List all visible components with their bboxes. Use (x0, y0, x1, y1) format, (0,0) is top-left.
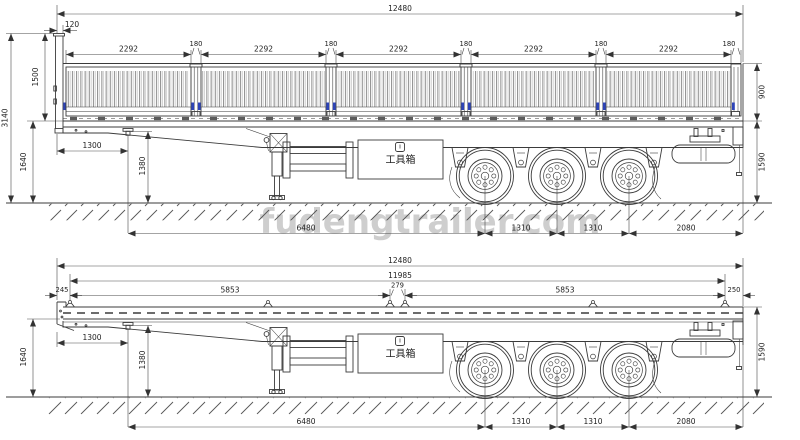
dim-kingpin-height-2: 1380 (138, 350, 147, 369)
dim-deck-length: 11985 (388, 271, 412, 280)
dim-kingpin-setback-2: 1300 (82, 333, 101, 342)
dim-middle-lock-gap: 279 (391, 282, 404, 290)
dim-gap-4: 180 (595, 40, 608, 48)
dim-panel-5: 2292 (659, 45, 678, 54)
ground-bottom-view (6, 396, 772, 415)
dim-rear-overhang: 2080 (676, 224, 695, 233)
bottom-view-right-dims: 1590 (743, 306, 767, 397)
dim-panel-1: 2292 (119, 45, 138, 54)
dim-rear-lock-spacing: 5853 (555, 286, 574, 295)
lock-dim-row: 245 5853 279 5853 250 (45, 282, 755, 305)
dim-axle-spacing-2-2: 1310 (583, 417, 602, 426)
wall-post-3 (459, 63, 473, 117)
front-wall-thickness-dim: 120 (44, 20, 79, 34)
dim-kingpin-to-axle: 6480 (296, 224, 315, 233)
dim-front-wall-height: 1500 (31, 67, 40, 86)
front-lock (63, 102, 67, 110)
top-view-kingpin-dims: 1300 1380 (56, 131, 152, 203)
top-view-right-dims: 900 1590 (743, 63, 767, 203)
flat-deck (56, 300, 744, 345)
dim-axle-spacing-1-2: 1310 (511, 417, 530, 426)
toolbox-label-2: 工具箱 (386, 347, 416, 360)
dim-overall-length: 12480 (388, 4, 412, 13)
dim-rear-overhang-2: 2080 (676, 417, 695, 426)
dim-front-frame-height-2: 1640 (19, 347, 28, 366)
bottom-view-left-dims: 1640 (19, 318, 60, 397)
wall-panel-4 (470, 66, 597, 117)
wall-post-1 (189, 63, 203, 117)
dim-panel-3: 2292 (389, 45, 408, 54)
dim-side-wall-height: 900 (758, 85, 767, 100)
dim-rear-deck-height-2: 1590 (758, 342, 767, 361)
dim-gap-2: 180 (325, 40, 338, 48)
dim-kingpin-setback: 1300 (82, 141, 101, 150)
dim-gap-1: 180 (190, 40, 203, 48)
top-view-left-dims: 3140 1500 1640 (1, 33, 63, 203)
dim-panel-4: 2292 (524, 45, 543, 54)
wall-post-4 (594, 63, 608, 117)
top-view: 12480 120 2292 2292 2292 2292 2292 180 1… (1, 4, 772, 237)
dim-front-lock-setback: 245 (56, 286, 69, 294)
dim-panel-2: 2292 (254, 45, 273, 54)
dim-overall-height: 3140 (1, 108, 10, 127)
rear-corner-post (730, 63, 742, 117)
wall-panel-5 (605, 66, 732, 117)
wall-post-2 (324, 63, 338, 117)
side-wall (63, 63, 742, 117)
dim-front-frame-height: 1640 (19, 152, 28, 171)
bottom-view-overall-dim: 12480 11985 (56, 256, 744, 306)
dim-kingpin-height: 1380 (138, 156, 147, 175)
dim-front-wall-thickness: 120 (65, 20, 80, 29)
dim-axle-spacing-2: 1310 (583, 224, 602, 233)
wall-panel-3 (335, 66, 462, 117)
bottom-view-kingpin-dims: 1300 1380 (56, 325, 152, 397)
bottom-view: 12480 11985 245 5853 279 5853 250 (6, 256, 772, 430)
top-view-overall-dim: 12480 (56, 4, 744, 62)
dim-overall-length-2: 12480 (388, 256, 412, 265)
toolbox-label: 工具箱 (386, 153, 416, 166)
ground-top-view (6, 202, 772, 221)
panel-dim-row: 2292 2292 2292 2292 2292 180 180 180 180… (65, 40, 742, 63)
dim-axle-spacing-1: 1310 (511, 224, 530, 233)
dim-gap-3: 180 (460, 40, 473, 48)
deck-rails (63, 63, 744, 148)
bottom-view-bottom-dims: 6480 1310 1310 2080 (128, 417, 743, 430)
dim-rear-deck-height: 1590 (758, 152, 767, 171)
dim-kingpin-to-axle-2: 6480 (296, 417, 315, 426)
wall-panel-2 (200, 66, 327, 117)
wall-panel-1 (65, 66, 192, 117)
dim-rear-lock-setback: 250 (728, 286, 741, 294)
dim-gap-5: 180 (723, 40, 736, 48)
dim-front-lock-spacing: 5853 (220, 286, 239, 295)
top-view-bottom-dims: 6480 1310 1310 2080 (128, 224, 743, 237)
